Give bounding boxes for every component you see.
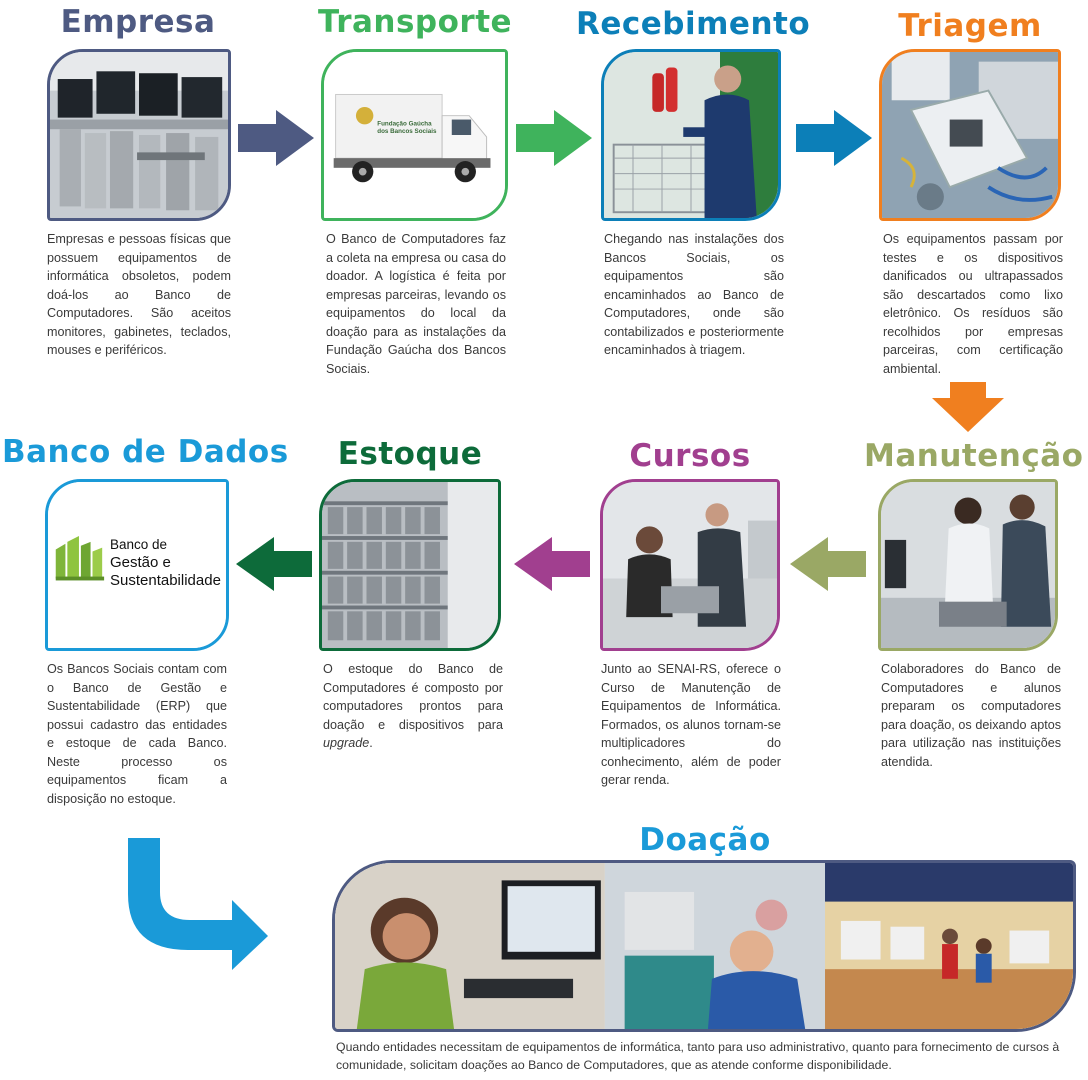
- desc-banco-de-dados: Os Bancos Sociais contam com o Banco de …: [47, 662, 227, 806]
- arrow-banco-to-doacao: [128, 838, 268, 970]
- photo-manutencao-repair: [878, 479, 1058, 651]
- photo-recebimento-worker: [601, 49, 781, 221]
- truck-label-line1: Fundação Gaúcha: [377, 120, 432, 127]
- arrow-triagem-to-manutencao: [932, 382, 1004, 432]
- desc-doacao: Quando entidades necessitam de equipamen…: [336, 1040, 1060, 1072]
- logo-line-1: Banco de: [110, 537, 168, 552]
- logo-banco-de-gestao: Banco de Gestão e Sustentabilidade: [45, 479, 229, 651]
- photo-triagem-parts: [879, 49, 1061, 221]
- logo-line-3: Sustentabilidade: [110, 572, 221, 589]
- title-empresa: Empresa: [60, 4, 216, 40]
- photo-transporte-truck: Fundação Gaúcha dos Bancos Sociais: [321, 49, 508, 221]
- title-banco-de-dados: Banco de Dados: [2, 434, 289, 470]
- desc-estoque-italic: upgrade: [323, 736, 370, 750]
- title-recebimento: Recebimento: [576, 6, 811, 42]
- arrow-recebimento-to-triagem: [796, 110, 872, 166]
- title-estoque: Estoque: [337, 436, 483, 472]
- arrow-cursos-to-estoque: [514, 537, 590, 591]
- photo-cursos-class: [600, 479, 780, 651]
- desc-estoque-main: O estoque do Banco de Computadores é com…: [323, 662, 503, 732]
- desc-cursos: Junto ao SENAI-RS, oferece o Curso de Ma…: [601, 662, 781, 787]
- arrow-empresa-to-transporte: [238, 110, 314, 166]
- title-triagem: Triagem: [898, 8, 1042, 44]
- logo-text-block: Banco de Gestão e Sustentabilidade: [110, 536, 221, 590]
- desc-recebimento: Chegando nas instalações dos Bancos Soci…: [604, 232, 784, 357]
- arrow-manutencao-to-cursos: [790, 537, 866, 591]
- desc-empresa: Empresas e pessoas físicas que possuem e…: [47, 232, 231, 357]
- truck-label-line2: dos Bancos Sociais: [377, 128, 437, 135]
- desc-transporte: O Banco de Computadores faz a coleta na …: [326, 232, 506, 376]
- desc-estoque: O estoque do Banco de Computadores é com…: [323, 660, 503, 753]
- photo-empresa-computers: [47, 49, 231, 221]
- logo-line-2: Gestão e: [110, 554, 171, 571]
- title-cursos: Cursos: [629, 438, 751, 474]
- arrow-estoque-to-banco: [236, 537, 312, 591]
- desc-estoque-end: .: [369, 736, 373, 750]
- desc-triagem: Os equipamentos passam por testes e os d…: [883, 232, 1063, 376]
- title-doacao: Doação: [639, 822, 771, 858]
- photo-doacao-collage: [332, 860, 1076, 1032]
- title-transporte: Transporte: [317, 4, 513, 40]
- photo-estoque-shelves: [319, 479, 501, 651]
- desc-manutencao: Colaboradores do Banco de Computadores e…: [881, 662, 1061, 769]
- arrow-transporte-to-recebimento: [516, 110, 592, 166]
- title-manutencao: Manutenção: [864, 438, 1084, 474]
